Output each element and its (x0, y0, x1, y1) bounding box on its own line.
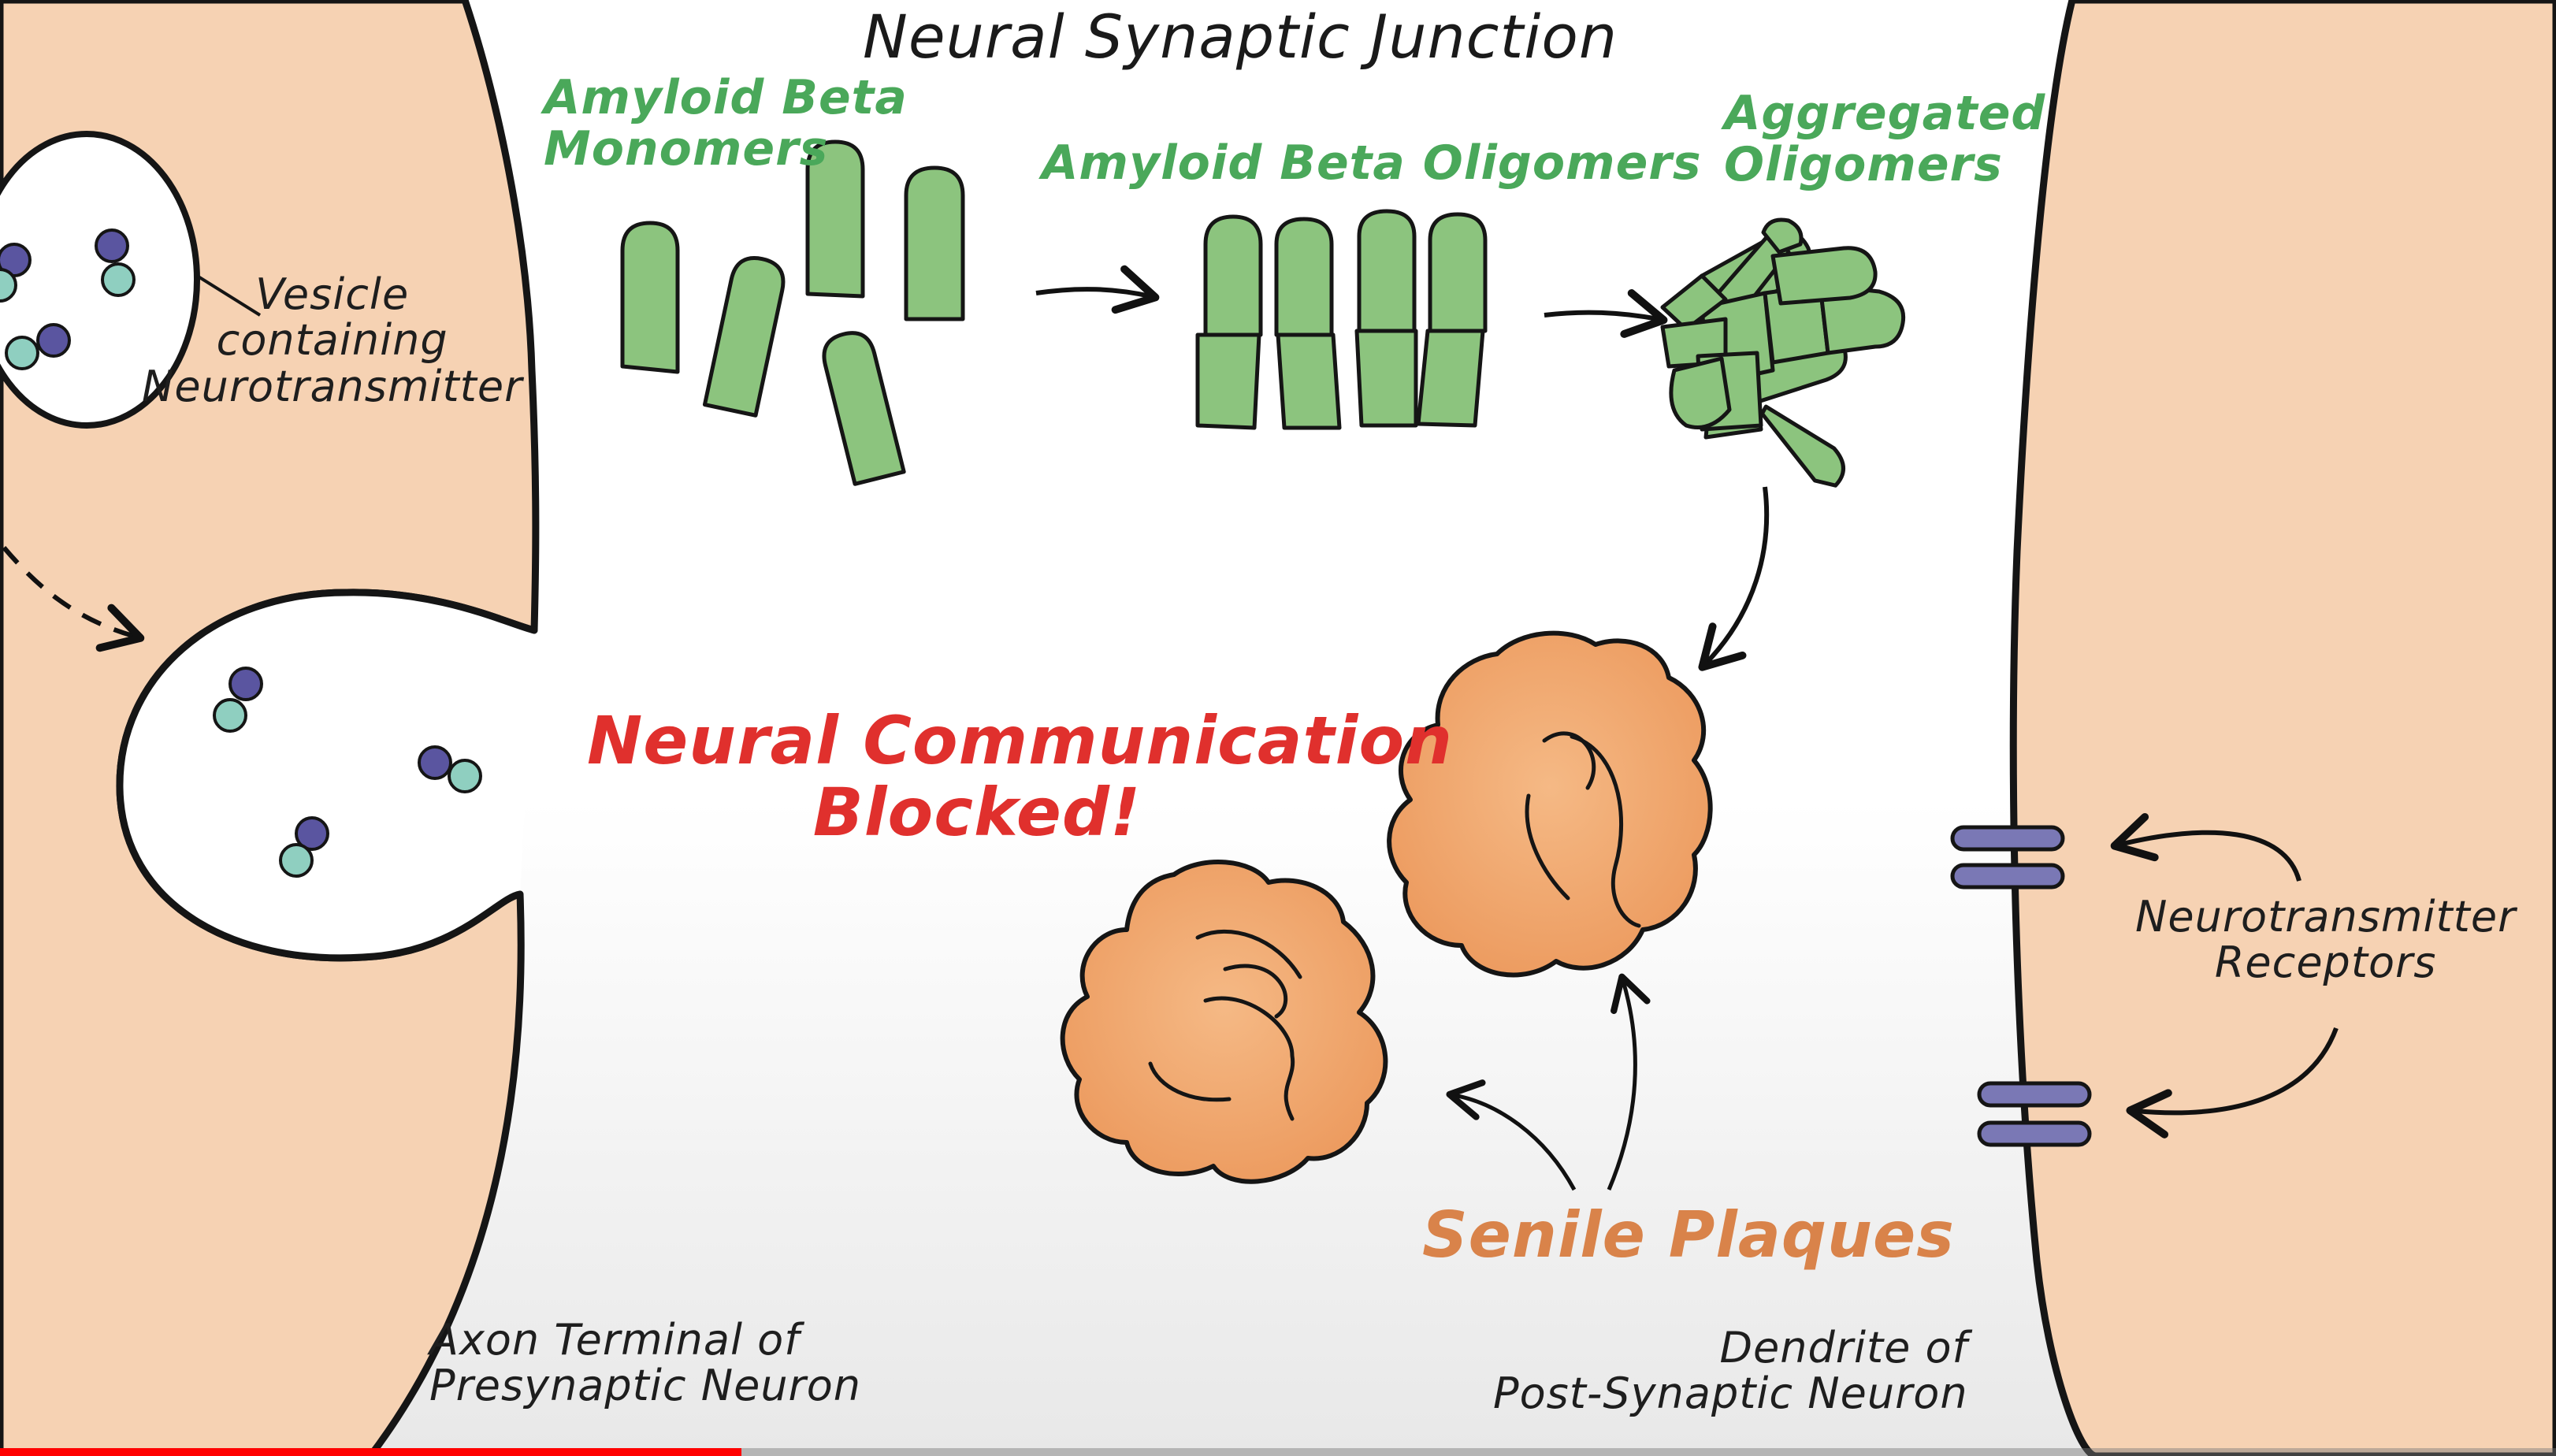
vesicle-label: Vesicle containing Neurotransmitter (142, 269, 523, 411)
amyloid-monomer-icon (620, 221, 680, 374)
aggregated-label-line: Aggregated (1724, 86, 2046, 141)
amyloid-oligomer-icon (1354, 209, 1418, 428)
dendrite-label: Dendrite of Post-Synaptic Neuron (1493, 1323, 1968, 1419)
receptors-label: Neurotransmitter Receptors (2135, 892, 2517, 988)
release-arrow-icon (2, 546, 145, 652)
dendrite-label-line: Post-Synaptic Neuron (1493, 1369, 1968, 1419)
senile-plaque-icon (1060, 860, 1388, 1184)
amyloid-oligomer-icon (1274, 217, 1342, 430)
blocked-label-line: Blocked! (812, 773, 1142, 851)
dendrite-label-line: Dendrite of (1719, 1323, 1968, 1372)
receptors-label-line: Receptors (2214, 938, 2437, 988)
neurotransmitter-molecule-icon (5, 323, 71, 370)
neurotransmitter-molecule-icon (0, 243, 32, 303)
neurotransmitter-molecule-icon (213, 667, 263, 733)
blocked-label-line: Neural Communication (587, 702, 1453, 779)
vesicle-label-line: Vesicle (255, 269, 410, 319)
plaques-label: Senile Plaques (1422, 1198, 1955, 1272)
arrow-icon (1544, 289, 1668, 338)
vesicle-label-line: containing (216, 315, 448, 366)
blocked-label: Neural Communication Blocked! (587, 702, 1453, 851)
synaptic-bulb (119, 592, 535, 958)
arrow-icon (1446, 1079, 1577, 1191)
receptors-label-line: Neurotransmitter (2135, 892, 2517, 942)
neurotransmitter-molecule-icon (418, 745, 482, 793)
arrow-icon (2126, 1027, 2339, 1138)
axon-label-line: Presynaptic Neuron (429, 1361, 862, 1411)
neurotransmitter-molecule-icon (95, 228, 136, 297)
aggregated-oligomer-icon (1660, 217, 1906, 488)
amyloid-monomer-icon (822, 331, 906, 486)
video-progress-fill (0, 1448, 741, 1456)
monomers-label-line: Amyloid Beta (544, 70, 908, 125)
aggregated-label: Aggregated Oligomers (1724, 88, 2045, 191)
oligomers-label: Amyloid Beta Oligomers (1042, 136, 1702, 191)
arrow-icon (2110, 812, 2302, 882)
monomers-label: Amyloid Beta Monomers (544, 72, 908, 175)
neurotransmitter-molecule-icon (279, 816, 329, 878)
vesicle-pointer (195, 274, 262, 317)
receptor-icon (1977, 1081, 2092, 1147)
video-progress-bar[interactable] (0, 1448, 2556, 1456)
arrow-icon (1698, 486, 1770, 671)
arrow-icon (1035, 265, 1160, 314)
amyloid-monomer-icon (805, 139, 865, 299)
receptor-icon (1950, 825, 2065, 890)
vesicle-label-line: Neurotransmitter (142, 361, 523, 411)
amyloid-monomer-icon (904, 165, 965, 321)
diagram-title: Neural Synaptic Junction (863, 2, 1618, 72)
amyloid-monomer-icon (702, 256, 786, 418)
monomers-label-line: Monomers (544, 121, 829, 176)
arrow-icon (1607, 973, 1651, 1190)
amyloid-oligomer-icon (1195, 214, 1263, 430)
senile-plaque-icon (1387, 630, 1713, 978)
axon-label: Axon Terminal of Presynaptic Neuron (429, 1317, 861, 1410)
aggregated-label-line: Oligomers (1724, 136, 2003, 192)
amyloid-oligomer-icon (1416, 212, 1488, 428)
axon-label-line: Axon Terminal of (429, 1315, 801, 1365)
dendrite (2009, 0, 2556, 1456)
